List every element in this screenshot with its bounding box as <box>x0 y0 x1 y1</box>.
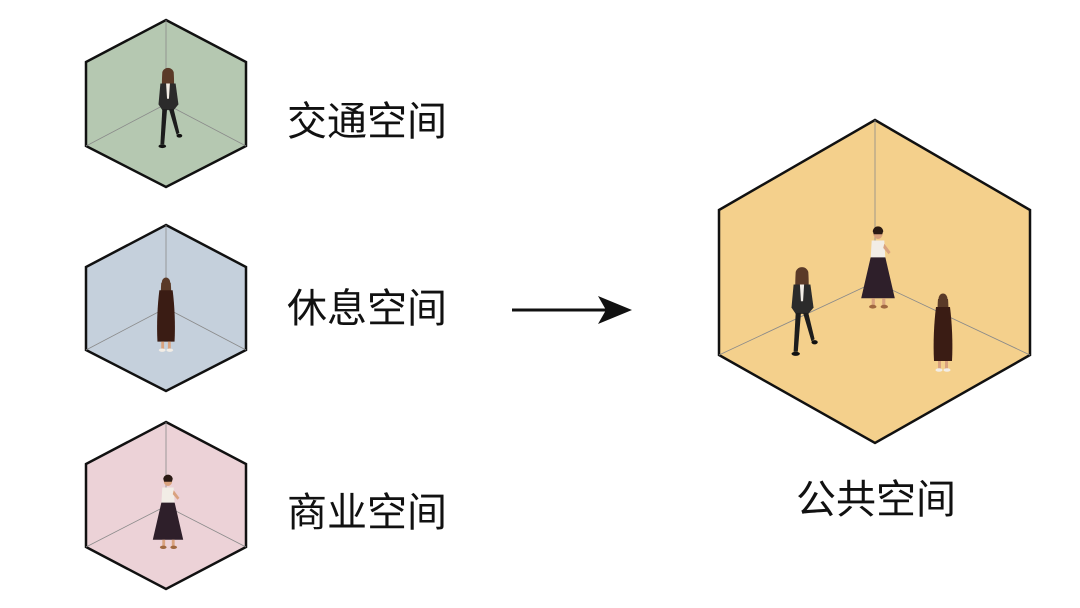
hex-commercial-space <box>84 420 248 591</box>
hex-traffic-space <box>84 18 248 189</box>
hex-rest-space <box>84 223 248 393</box>
standing-woman-figure <box>157 277 175 352</box>
label-commercial-space: 商业空间 <box>287 490 447 536</box>
walking-man-figure <box>158 67 183 149</box>
walking-man-figure-public <box>791 267 818 356</box>
label-traffic-space: 交通空间 <box>287 99 447 145</box>
standing-woman-figure-public <box>933 293 953 372</box>
walking-woman-skirt-figure-public <box>861 226 895 309</box>
arrow-right-icon <box>512 296 632 324</box>
walking-woman-skirt-figure <box>152 474 184 550</box>
label-rest-space: 休息空间 <box>287 286 447 332</box>
hex-public-space <box>717 118 1032 445</box>
label-public-space: 公共空间 <box>796 477 956 523</box>
